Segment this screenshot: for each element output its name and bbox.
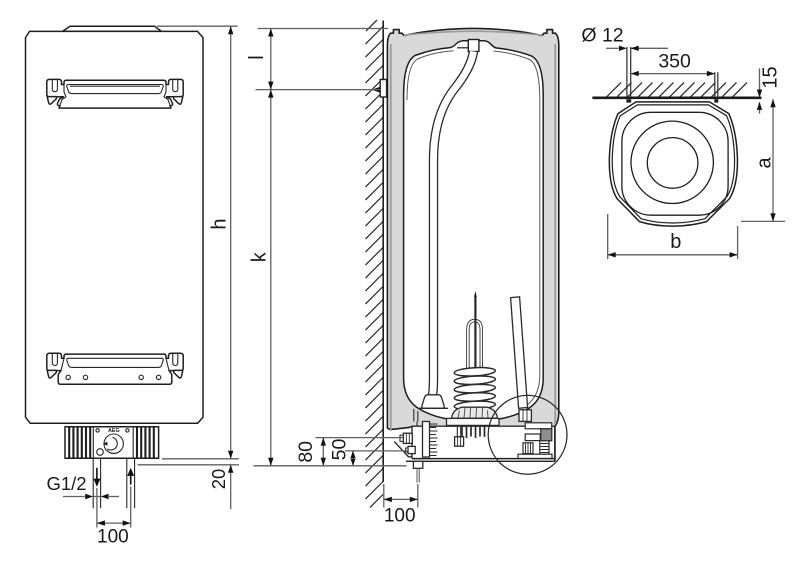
- svg-text:80: 80: [295, 441, 317, 463]
- svg-text:h: h: [208, 218, 230, 229]
- svg-text:20: 20: [208, 469, 229, 490]
- svg-text:15: 15: [760, 66, 782, 88]
- svg-text:G1/2: G1/2: [46, 473, 86, 494]
- svg-text:b: b: [670, 231, 681, 253]
- svg-text:350: 350: [658, 50, 691, 72]
- svg-text:100: 100: [97, 526, 129, 547]
- svg-text:k: k: [249, 251, 271, 262]
- svg-text:a: a: [753, 156, 775, 168]
- svg-text:100: 100: [384, 506, 416, 527]
- svg-text:Ø 12: Ø 12: [581, 24, 623, 46]
- svg-text:l: l: [246, 55, 268, 59]
- svg-text:AEG: AEG: [108, 428, 120, 434]
- svg-text:50: 50: [328, 439, 350, 461]
